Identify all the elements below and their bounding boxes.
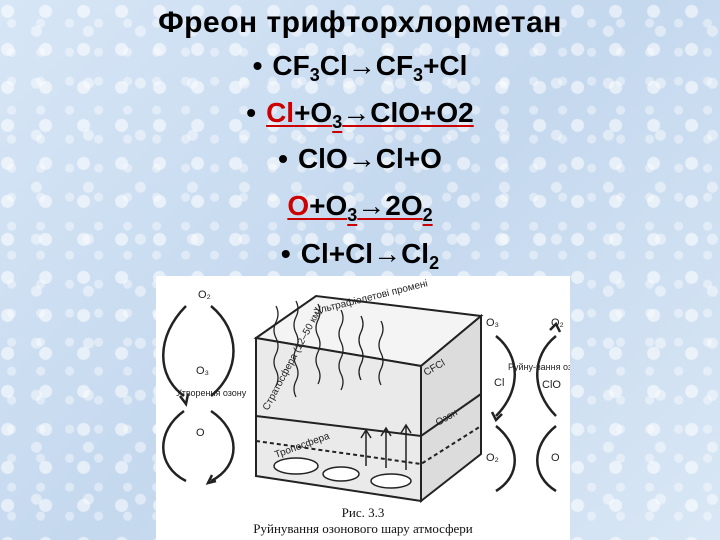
reaction-1: •CF3Cl→CF3+Cl xyxy=(0,50,720,86)
ozone-layer xyxy=(255,425,482,466)
uv-ray xyxy=(358,315,364,381)
right-arrow-head xyxy=(549,321,562,333)
reaction-5-part-a: Cl+Cl→Cl xyxy=(300,238,430,269)
cloud xyxy=(273,457,319,475)
right-label-o2-bottom: O₂ xyxy=(486,452,499,464)
left-arc-bottom-right xyxy=(210,409,235,483)
reaction-3-part-a: ClO→Cl+O xyxy=(297,143,442,174)
figure-caption-text: Руйнування озонового шару атмосфери xyxy=(253,521,473,536)
left-arc-top-left xyxy=(162,305,187,398)
ozone-formation-cycle xyxy=(162,305,235,485)
right-label-clo: ClO xyxy=(542,379,561,391)
up-arrow xyxy=(400,423,412,470)
left-label-formation: Утворення озону xyxy=(176,388,247,398)
right-label-destruction: Руйну-вання озону xyxy=(508,362,570,372)
right-arc-left-bottom xyxy=(495,425,516,493)
cloud xyxy=(322,466,360,482)
up-arrow xyxy=(360,428,372,466)
bullet: • xyxy=(278,143,288,174)
reaction-4-sub-c: 2 xyxy=(422,205,433,225)
bullet: • xyxy=(252,50,263,81)
reaction-4-part-b: +O xyxy=(309,190,348,221)
reaction-4-sub-b: 3 xyxy=(347,205,358,225)
left-label-o: O xyxy=(196,427,205,439)
bullet: • xyxy=(280,238,291,269)
bullet: • xyxy=(246,97,257,128)
reaction-2-part-b: +O xyxy=(294,97,333,128)
reaction-3: • ClO→Cl+O xyxy=(0,143,720,175)
reaction-1-part-b: Cl→CF xyxy=(319,50,414,81)
ozone-destruction-figure: O₂ O₃ Утворення озону O xyxy=(156,276,570,540)
ozone-destruction-cycle xyxy=(490,321,562,493)
left-arc-bottom-left xyxy=(162,409,187,483)
uv-ray xyxy=(378,320,384,386)
reaction-1-part-a: CF xyxy=(272,50,310,81)
reaction-4: O+O3→2O2 xyxy=(0,190,720,226)
uv-ray xyxy=(315,303,321,385)
up-arrow xyxy=(380,426,392,468)
right-arc-left-top xyxy=(495,335,516,417)
right-arrow-head xyxy=(490,411,503,423)
right-label-o: O xyxy=(551,452,560,464)
uv-rays xyxy=(273,300,384,398)
ozone-diagram: O₂ O₃ Утворення озону O xyxy=(162,277,570,504)
stratosphere-boundary xyxy=(255,393,482,438)
cfc-arrows xyxy=(360,423,412,470)
slide-title: Фреон трифторхлорметан xyxy=(158,6,562,39)
reaction-2-part-c: →ClO+O2 xyxy=(342,97,474,128)
figure-caption-number: Рис. 3.3 xyxy=(341,505,385,520)
right-label-o2-top: O₂ xyxy=(551,317,564,329)
reaction-4-part-c: →2O xyxy=(357,190,423,221)
reaction-1-part-c: +Cl xyxy=(423,50,468,81)
reaction-5: • Cl+Cl→Cl2 xyxy=(0,238,720,274)
uv-ray xyxy=(338,309,344,391)
right-label-o3: O₃ xyxy=(486,317,499,329)
reaction-5-sub-a: 2 xyxy=(429,253,440,273)
left-arrow-head xyxy=(179,393,190,407)
uv-ray xyxy=(273,305,279,387)
cloud xyxy=(370,473,412,489)
reaction-2: • Cl+O3→ClO+O2 xyxy=(0,97,720,133)
left-arrow-head xyxy=(205,474,217,485)
reaction-4-oxygen: O xyxy=(287,190,310,221)
clouds xyxy=(273,457,412,489)
left-label-o3: O₃ xyxy=(196,365,209,377)
right-arc-right-bottom xyxy=(536,425,557,493)
reaction-1-sub-a: 3 xyxy=(309,65,320,85)
right-label-cl: Cl xyxy=(494,377,504,389)
reaction-2-chlorine: Cl xyxy=(266,97,295,128)
reaction-1-sub-b: 3 xyxy=(413,65,424,85)
left-arc-top-right xyxy=(210,305,235,397)
uv-ray xyxy=(293,300,299,398)
right-arc-right-top xyxy=(536,335,557,417)
left-label-o2: O₂ xyxy=(198,289,211,301)
reaction-2-sub-b: 3 xyxy=(332,112,343,132)
